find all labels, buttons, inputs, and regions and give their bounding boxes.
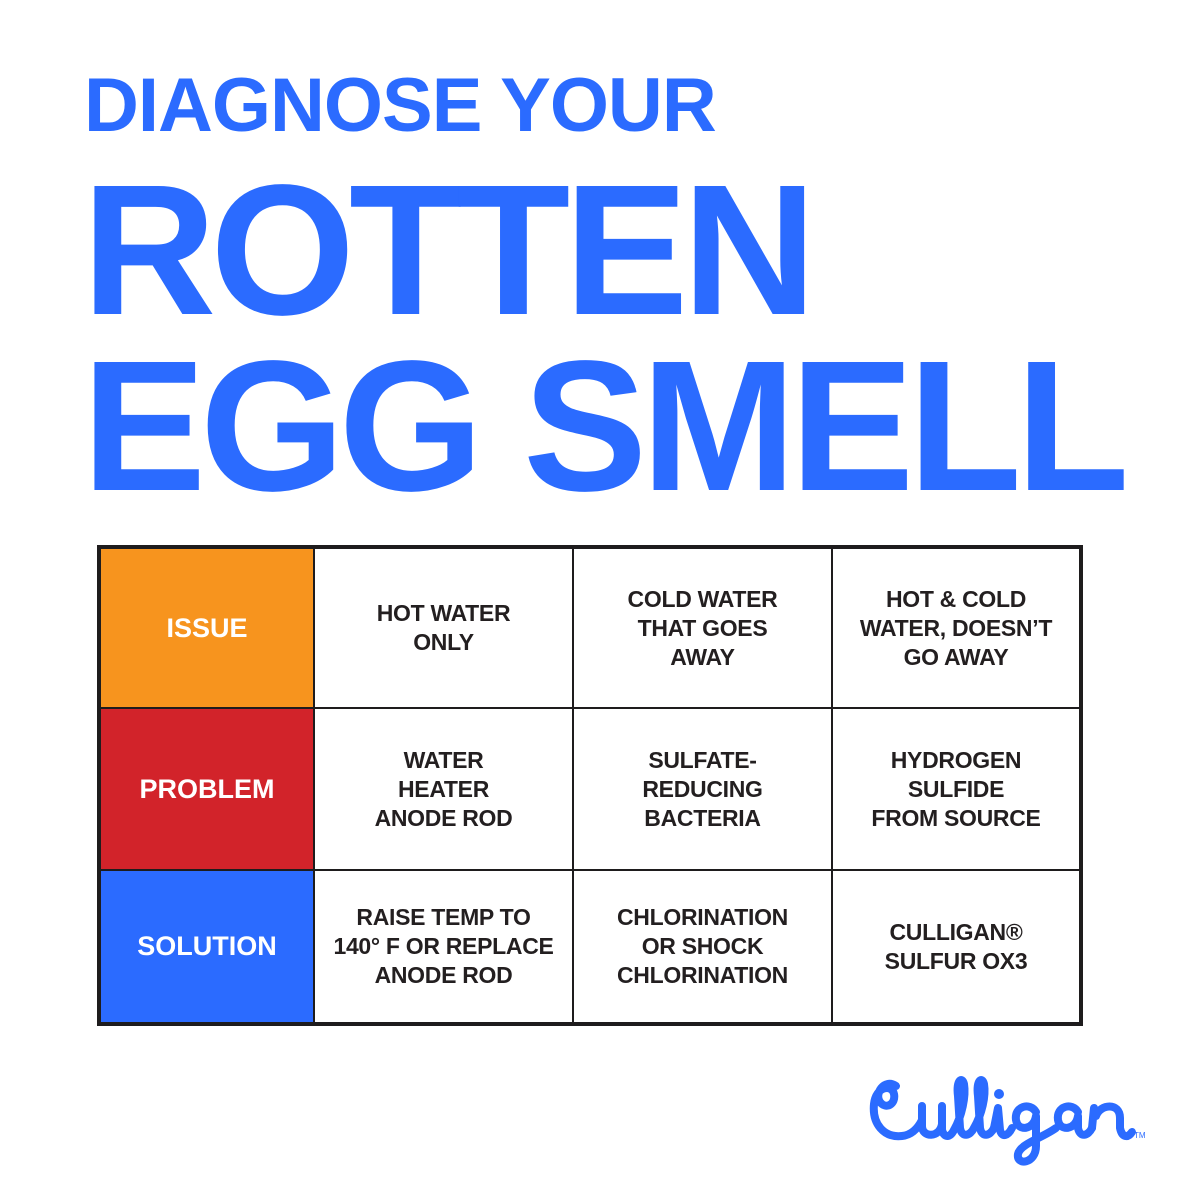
problem-cell-anode-rod: WATER HEATER ANODE ROD — [315, 709, 572, 869]
problem-cell-bacteria: SULFATE- REDUCING BACTERIA — [574, 709, 831, 869]
row-header-issue: ISSUE — [101, 549, 313, 707]
diagnosis-table: ISSUE HOT WATER ONLY COLD WATER THAT GOE… — [97, 545, 1083, 1026]
culligan-script-logo-icon: TM — [869, 1076, 1146, 1166]
row-header-problem: PROBLEM — [101, 709, 313, 869]
svg-text:TM: TM — [1134, 1131, 1146, 1140]
issue-cell-hot-cold: HOT & COLD WATER, DOESN’T GO AWAY — [833, 549, 1079, 707]
issue-cell-cold-water: COLD WATER THAT GOES AWAY — [574, 549, 831, 707]
solution-cell-chlorination: CHLORINATION OR SHOCK CHLORINATION — [574, 871, 831, 1022]
solution-cell-raise-temp: RAISE TEMP TO 140° F OR REPLACE ANODE RO… — [315, 871, 572, 1022]
title-line-egg-smell: EGG SMELL — [82, 323, 1129, 530]
solution-cell-sulfur-ox3: CULLIGAN® SULFUR OX3 — [833, 871, 1079, 1022]
issue-cell-hot-water: HOT WATER ONLY — [315, 549, 572, 707]
culligan-logo: TM — [866, 1066, 1156, 1176]
title-line-diagnose: DIAGNOSE YOUR — [84, 63, 717, 148]
problem-cell-hydrogen-sulfide: HYDROGEN SULFIDE FROM SOURCE — [833, 709, 1079, 869]
row-header-solution: SOLUTION — [101, 871, 313, 1022]
title-line-rotten: ROTTEN — [82, 147, 817, 354]
